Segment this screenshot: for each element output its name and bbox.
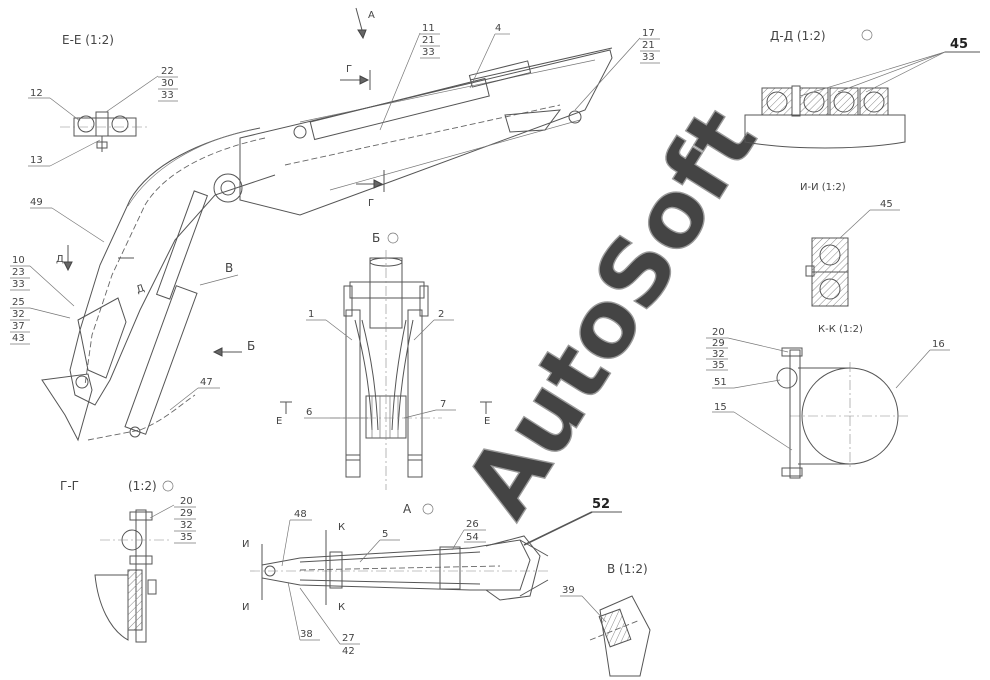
callout-48: 48 — [294, 509, 307, 520]
callout-15: 15 — [714, 402, 727, 413]
callout-32-b: 32 — [712, 349, 725, 360]
callout-13: 13 — [30, 155, 43, 166]
callout-45-a: 45 — [950, 37, 968, 52]
section-e-e-title: Е-Е (1:2) — [62, 33, 114, 47]
callout-29-b: 29 — [180, 508, 193, 519]
callout-37: 37 — [12, 321, 25, 332]
section-k-k: К-К (1:2) 20 29 32 35 51 15 16 — [706, 324, 950, 479]
callout-5: 5 — [382, 529, 388, 540]
callout-32-c: 32 — [180, 520, 193, 531]
callout-39: 39 — [562, 585, 575, 596]
section-e-e: Е-Е (1:2) 12 13 22 30 33 — [28, 33, 178, 167]
cut-letter-g-lower: Г — [368, 198, 374, 209]
callout-12: 12 — [30, 88, 43, 99]
cut-letter-e-right: Е — [484, 416, 490, 427]
view-a-title: А — [403, 502, 412, 516]
callout-4: 4 — [495, 23, 501, 34]
cut-letter-i-bottom: И — [242, 602, 249, 613]
callout-11: 11 — [422, 23, 435, 34]
section-k-k-title: К-К (1:2) — [818, 324, 863, 335]
section-i-i-title: И-И (1:2) — [800, 182, 846, 193]
section-d-d: Д-Д (1:2) 45 — [744, 29, 980, 149]
cut-letter-k-bottom: К — [338, 602, 345, 613]
callout-43: 43 — [12, 333, 25, 344]
callout-45-b: 45 — [880, 199, 893, 210]
callout-38: 38 — [300, 629, 313, 640]
callout-23: 23 — [12, 267, 25, 278]
view-v-title: В (1:2) — [607, 562, 648, 576]
cut-letter-v: В — [225, 261, 233, 275]
callout-52: 52 — [592, 497, 610, 512]
view-b: Б Е Е 1 2 — [276, 231, 492, 490]
callout-35-b: 35 — [180, 532, 193, 543]
callout-33-c: 33 — [642, 52, 655, 63]
callout-16: 16 — [932, 339, 945, 350]
view-b-title: Б — [372, 231, 380, 245]
view-v: В (1:2) 39 — [560, 562, 651, 677]
section-g-g: Г-Г (1:2) 20 29 32 35 — [60, 479, 196, 643]
callout-20-b: 20 — [180, 496, 193, 507]
callout-22: 22 — [161, 66, 174, 77]
cut-letter-b: Б — [247, 339, 255, 353]
callout-49: 49 — [30, 197, 43, 208]
section-g-g-scale: (1:2) — [128, 479, 157, 493]
cut-letter-e-left: Е — [276, 416, 282, 427]
boom-main-view: А Г — [10, 7, 660, 442]
callout-42: 42 — [342, 646, 355, 657]
callout-1: 1 — [308, 309, 314, 320]
callout-54: 54 — [466, 532, 479, 543]
section-d-d-title: Д-Д (1:2) — [770, 29, 826, 43]
callout-21-b: 21 — [642, 40, 655, 51]
cut-letter-g-upper: Г — [346, 64, 352, 75]
cut-letter-i-top: И — [242, 539, 249, 550]
callout-29-a: 29 — [712, 338, 725, 349]
callout-2: 2 — [438, 309, 444, 320]
cut-letter-d-left: Д — [56, 254, 64, 265]
section-g-g-title: Г-Г — [60, 479, 79, 493]
callout-6: 6 — [306, 407, 312, 418]
callout-33-d: 33 — [12, 279, 25, 290]
callout-33-b: 33 — [422, 47, 435, 58]
watermark: AutoSoft — [444, 91, 777, 536]
callout-47: 47 — [200, 377, 213, 388]
callout-10: 10 — [12, 255, 25, 266]
callout-32-a: 32 — [12, 309, 25, 320]
callout-51: 51 — [714, 377, 727, 388]
cut-letter-d-right: Д — [135, 283, 146, 296]
view-a: А И И К К 48 5 26 54 52 3 — [242, 497, 622, 657]
callout-25: 25 — [12, 297, 25, 308]
section-i-i: И-И (1:2) 45 — [800, 182, 900, 307]
callout-26: 26 — [466, 519, 479, 530]
callout-35-a: 35 — [712, 360, 725, 371]
callout-21-a: 21 — [422, 35, 435, 46]
callout-30: 30 — [161, 78, 174, 89]
cut-letter-k-top: К — [338, 522, 345, 533]
callout-27: 27 — [342, 633, 355, 644]
callout-7: 7 — [440, 399, 446, 410]
cut-letter-a-top: А — [368, 10, 375, 21]
callout-20-a: 20 — [712, 327, 725, 338]
callout-33: 33 — [161, 90, 174, 101]
callout-17: 17 — [642, 28, 655, 39]
